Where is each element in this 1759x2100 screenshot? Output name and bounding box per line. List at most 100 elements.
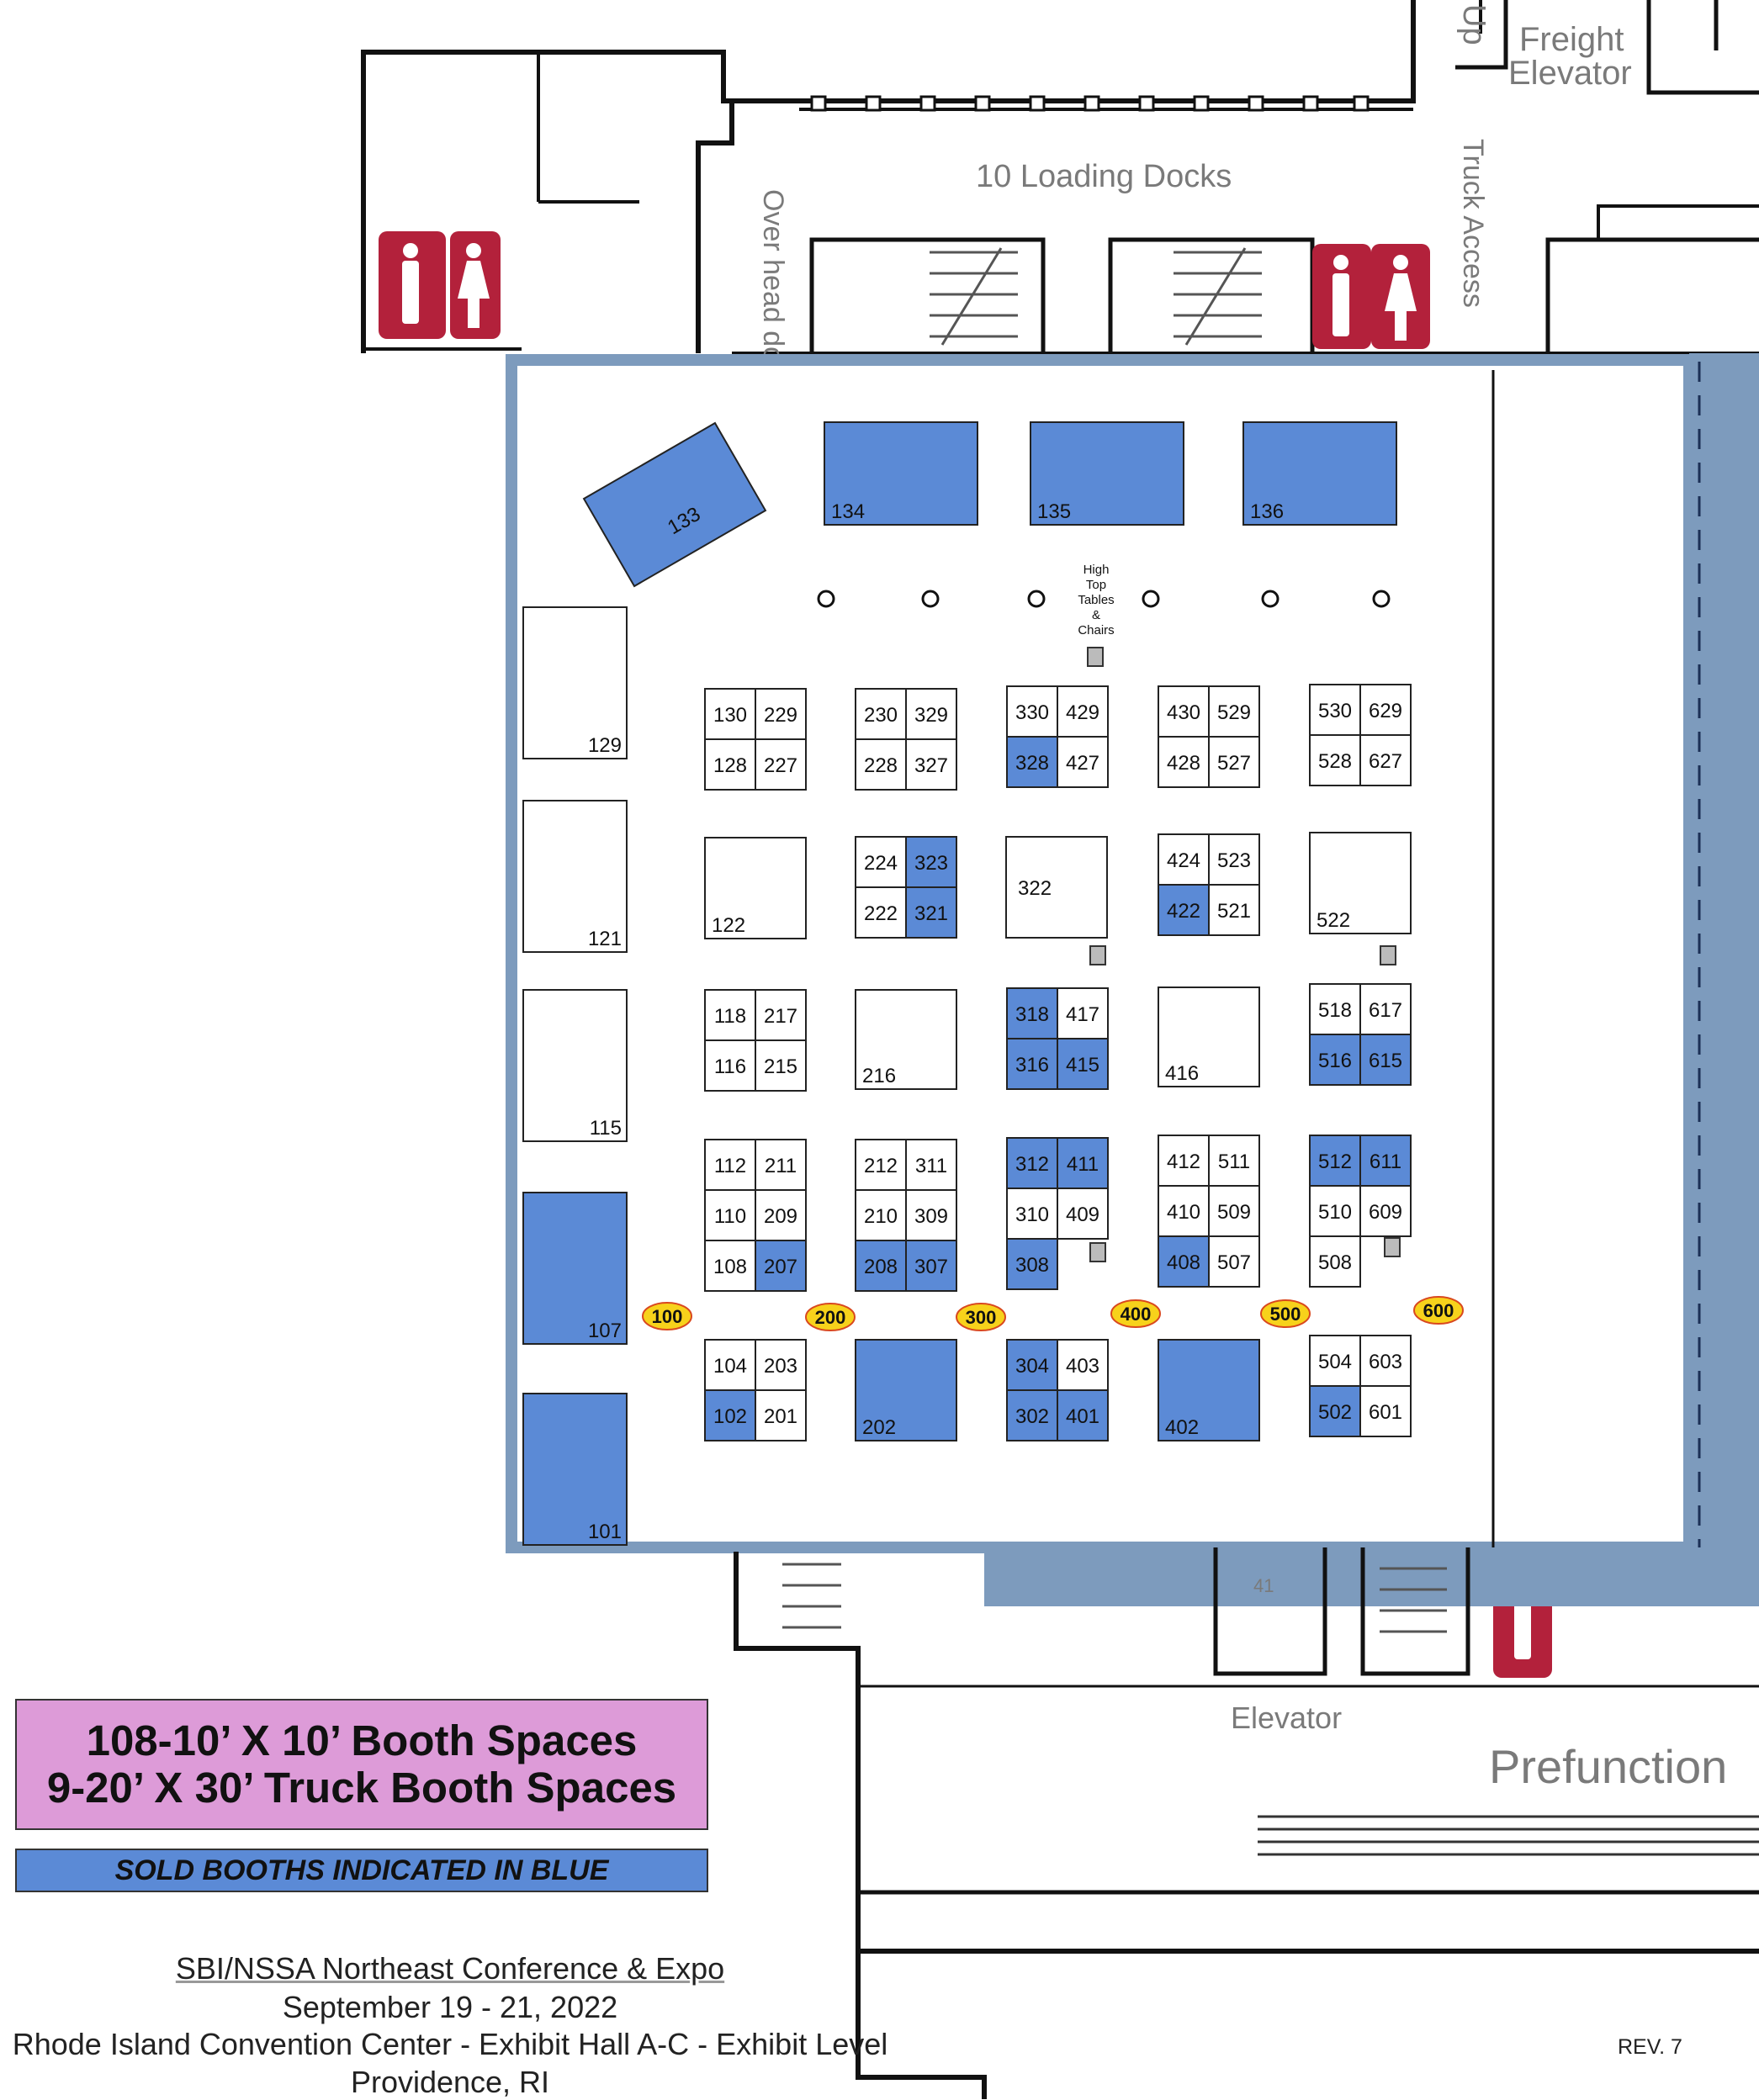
booth-215[interactable]: 215 [755,1039,807,1092]
booth-302[interactable]: 302 [1006,1389,1058,1441]
booth-217-box[interactable] [755,989,807,1041]
booth-108-box[interactable] [704,1240,756,1292]
booth-417-box[interactable] [1057,987,1109,1039]
booth-323-box[interactable] [905,836,957,888]
booth-527-box[interactable] [1208,736,1260,788]
booth-402-box[interactable] [1158,1339,1260,1441]
booth-230[interactable]: 230 [855,688,907,740]
booth-521-box[interactable] [1208,884,1260,936]
booth-309[interactable]: 309 [905,1189,957,1241]
booth-502[interactable]: 502 [1309,1385,1361,1437]
booth-627[interactable]: 627 [1359,734,1412,786]
booth-129-box[interactable] [522,606,628,759]
booth-327-box[interactable] [905,738,957,791]
booth-401-box[interactable] [1057,1389,1109,1441]
booth-321-box[interactable] [905,886,957,939]
booth-136[interactable]: 136 [1242,421,1397,526]
booth-408[interactable]: 408 [1158,1235,1210,1288]
booth-410[interactable]: 410 [1158,1185,1210,1237]
booth-627-box[interactable] [1359,734,1412,786]
booth-523-box[interactable] [1208,833,1260,886]
booth-507[interactable]: 507 [1208,1235,1260,1288]
booth-308-box[interactable] [1006,1238,1058,1290]
booth-110[interactable]: 110 [704,1189,756,1241]
booth-134[interactable]: 134 [824,421,978,526]
booth-211-box[interactable] [755,1139,807,1191]
booth-212-box[interactable] [855,1139,907,1191]
booth-210-box[interactable] [855,1189,907,1241]
booth-122[interactable]: 122 [704,837,807,939]
booth-108[interactable]: 108 [704,1240,756,1292]
booth-603[interactable]: 603 [1359,1335,1412,1387]
booth-328[interactable]: 328 [1006,736,1058,788]
booth-207-box[interactable] [755,1240,807,1292]
booth-216[interactable]: 216 [855,989,957,1090]
booth-409[interactable]: 409 [1057,1188,1109,1240]
booth-227[interactable]: 227 [755,738,807,791]
booth-322-box[interactable] [1005,836,1108,939]
booth-428[interactable]: 428 [1158,736,1210,788]
booth-201-box[interactable] [755,1389,807,1441]
booth-107-box[interactable] [522,1192,628,1345]
booth-427-box[interactable] [1057,736,1109,788]
booth-203-box[interactable] [755,1339,807,1391]
booth-629-box[interactable] [1359,684,1412,736]
booth-409-box[interactable] [1057,1188,1109,1240]
booth-209[interactable]: 209 [755,1189,807,1241]
booth-615[interactable]: 615 [1359,1034,1412,1086]
booth-215-box[interactable] [755,1039,807,1092]
booth-609[interactable]: 609 [1359,1185,1412,1237]
booth-107[interactable]: 107 [522,1192,628,1345]
booth-508[interactable]: 508 [1309,1235,1361,1288]
booth-308[interactable]: 308 [1006,1238,1058,1290]
booth-416-box[interactable] [1158,987,1260,1087]
booth-327[interactable]: 327 [905,738,957,791]
booth-510[interactable]: 510 [1309,1185,1361,1237]
booth-101[interactable]: 101 [522,1393,628,1546]
booth-116-box[interactable] [704,1039,756,1092]
booth-427[interactable]: 427 [1057,736,1109,788]
booth-211[interactable]: 211 [755,1139,807,1191]
booth-104[interactable]: 104 [704,1339,756,1391]
booth-128-box[interactable] [704,738,756,791]
booth-411-box[interactable] [1057,1137,1109,1189]
booth-309-box[interactable] [905,1189,957,1241]
booth-229[interactable]: 229 [755,688,807,740]
booth-521[interactable]: 521 [1208,884,1260,936]
booth-311-box[interactable] [905,1139,957,1191]
booth-415-box[interactable] [1057,1038,1109,1090]
booth-208-box[interactable] [855,1240,907,1292]
booth-617[interactable]: 617 [1359,983,1412,1035]
booth-222[interactable]: 222 [855,886,907,939]
booth-316[interactable]: 316 [1006,1038,1058,1090]
booth-112[interactable]: 112 [704,1139,756,1191]
booth-216-box[interactable] [855,989,957,1090]
booth-134-box[interactable] [824,421,978,526]
booth-203[interactable]: 203 [755,1339,807,1391]
booth-508-box[interactable] [1309,1235,1361,1288]
booth-227-box[interactable] [755,738,807,791]
booth-507-box[interactable] [1208,1235,1260,1288]
booth-429[interactable]: 429 [1057,685,1109,738]
booth-522-box[interactable] [1309,832,1412,934]
booth-228-box[interactable] [855,738,907,791]
booth-529-box[interactable] [1208,685,1260,738]
booth-312[interactable]: 312 [1006,1137,1058,1189]
booth-403[interactable]: 403 [1057,1339,1109,1391]
booth-130[interactable]: 130 [704,688,756,740]
booth-312-box[interactable] [1006,1137,1058,1189]
booth-135-box[interactable] [1030,421,1184,526]
booth-135[interactable]: 135 [1030,421,1184,526]
booth-316-box[interactable] [1006,1038,1058,1090]
booth-429-box[interactable] [1057,685,1109,738]
booth-229-box[interactable] [755,688,807,740]
booth-110-box[interactable] [704,1189,756,1241]
booth-408-box[interactable] [1158,1235,1210,1288]
booth-321[interactable]: 321 [905,886,957,939]
booth-611[interactable]: 611 [1359,1135,1412,1187]
booth-511[interactable]: 511 [1208,1135,1260,1187]
booth-310[interactable]: 310 [1006,1188,1058,1240]
booth-611-box[interactable] [1359,1135,1412,1187]
booth-328-box[interactable] [1006,736,1058,788]
booth-310-box[interactable] [1006,1188,1058,1240]
